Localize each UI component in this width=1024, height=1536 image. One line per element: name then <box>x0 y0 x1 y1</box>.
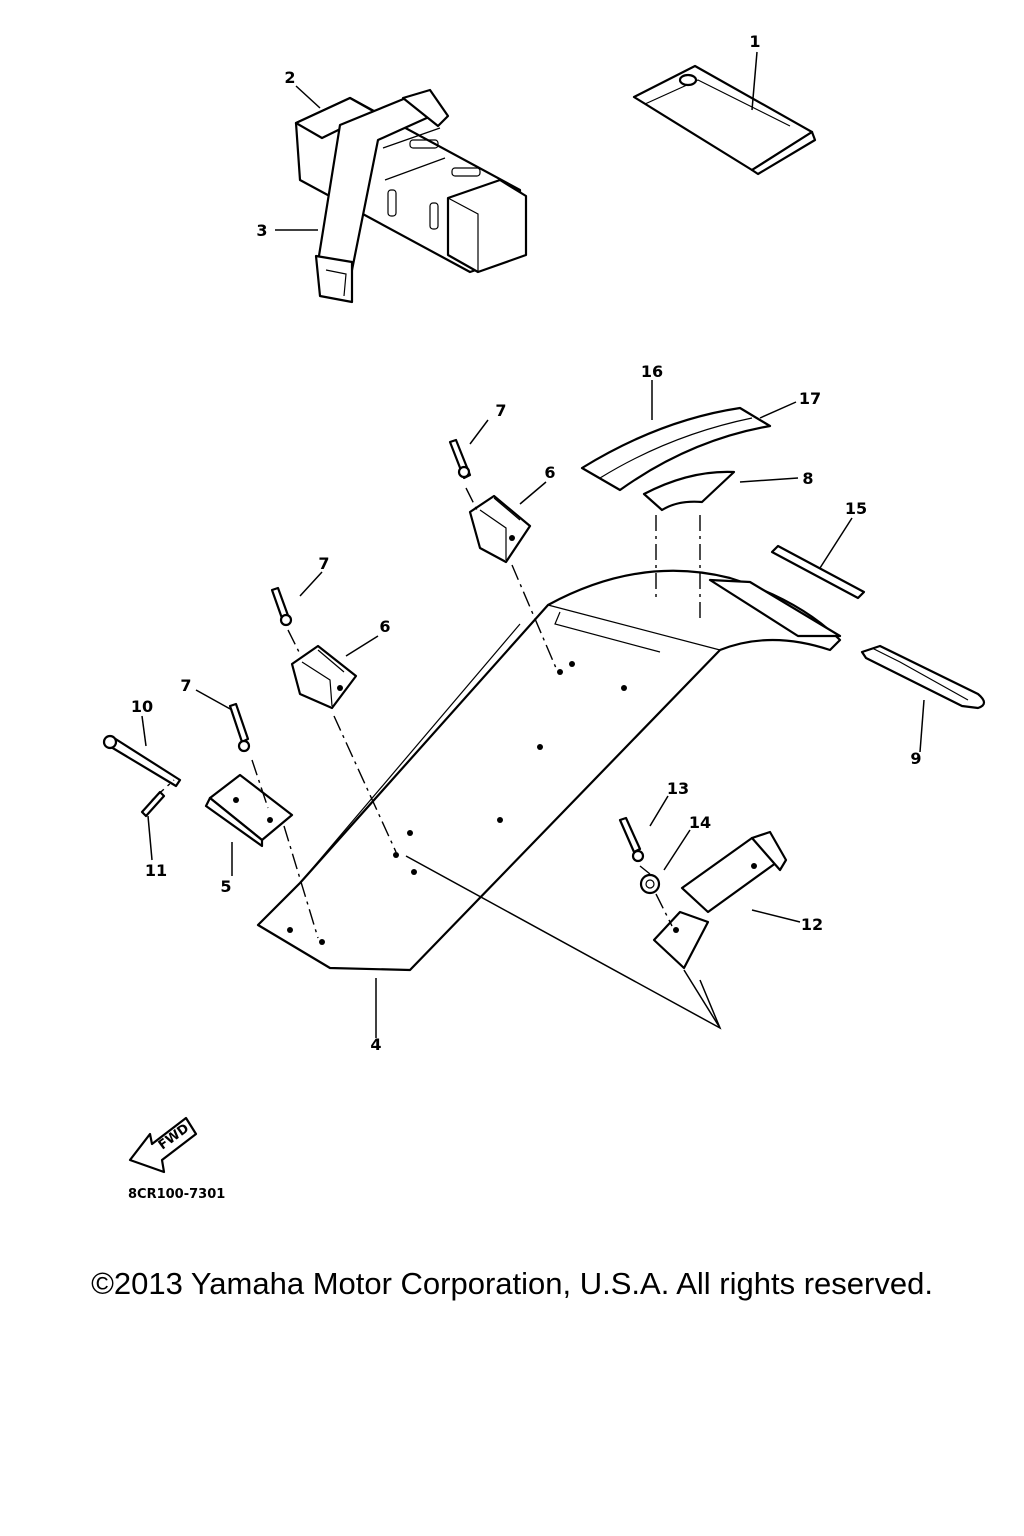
part-1-pouch <box>632 64 817 176</box>
part-9-grab-bar <box>860 644 986 710</box>
callout-10: 10 <box>131 697 153 716</box>
callout-11: 11 <box>145 861 167 880</box>
callout-13: 13 <box>667 779 689 798</box>
drawing-code: 8CR100-7301 <box>128 1187 225 1202</box>
callout-5: 5 <box>220 877 231 896</box>
part-7-bolt-c <box>228 702 251 753</box>
part-10-long-bolt <box>102 734 182 788</box>
parts-diagram: 1 2 3 4 5 6 6 7 7 7 8 9 10 11 12 13 14 1… <box>102 32 986 1202</box>
callout-6b: 6 <box>379 617 390 636</box>
part-6-clamp-lower <box>290 644 358 710</box>
callout-3: 3 <box>256 221 267 240</box>
callout-8: 8 <box>802 469 813 488</box>
part-5-bracket <box>204 773 294 848</box>
part-16-17-decal <box>580 406 772 492</box>
callout-4: 4 <box>370 1035 381 1054</box>
callout-numbers: 1 2 3 4 5 6 6 7 7 7 8 9 10 11 12 13 14 1… <box>131 32 922 1054</box>
leader-lines <box>141 51 925 1038</box>
callout-12: 12 <box>801 915 823 934</box>
part-3-strap <box>314 88 450 304</box>
part-8-decal <box>642 470 736 512</box>
part-12-bracket <box>652 830 788 970</box>
copyright-text: ©2013 Yamaha Motor Corporation, U.S.A. A… <box>91 1266 933 1301</box>
callout-16: 16 <box>641 362 663 381</box>
callout-7c: 7 <box>180 676 191 695</box>
part-7-bolt-b <box>270 586 293 627</box>
part-4-fender <box>256 569 842 972</box>
assembly-lines <box>151 487 701 939</box>
callout-1: 1 <box>749 32 760 51</box>
callout-7a: 7 <box>495 401 506 420</box>
part-7-bolt-a <box>448 438 472 480</box>
callout-6a: 6 <box>544 463 555 482</box>
part-15-rail <box>708 544 866 638</box>
fwd-arrow-icon: FWD <box>128 1116 198 1174</box>
part-6-clamp-upper <box>468 494 532 564</box>
callout-7b: 7 <box>318 554 329 573</box>
part-13-bolt <box>618 816 645 863</box>
callout-9: 9 <box>910 749 921 768</box>
callout-17: 17 <box>799 389 821 408</box>
part-14-nut <box>639 873 661 895</box>
callout-15: 15 <box>845 499 867 518</box>
callout-14: 14 <box>689 813 711 832</box>
callout-2: 2 <box>284 68 295 87</box>
part-11-pin <box>140 790 166 818</box>
